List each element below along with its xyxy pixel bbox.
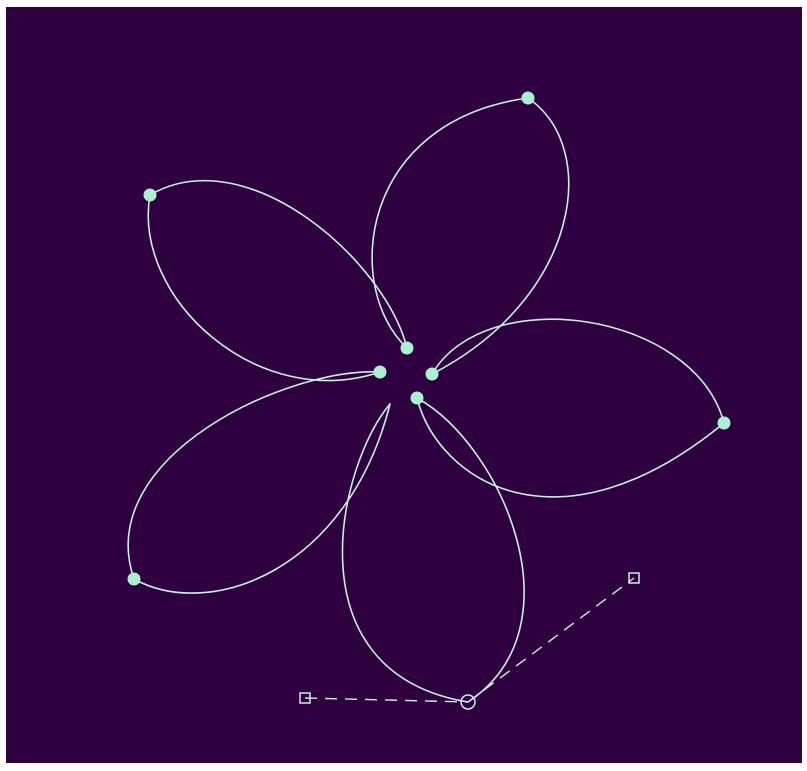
anchor-point-icon[interactable] [522,92,535,105]
drawing-canvas[interactable] [6,7,802,763]
bezier-editor-svg[interactable] [6,7,802,763]
anchor-point-icon[interactable] [426,368,439,381]
anchor-point-icon[interactable] [374,366,387,379]
anchor-point-icon[interactable] [128,573,141,586]
canvas-background [6,7,802,763]
anchor-point-icon[interactable] [411,392,424,405]
anchor-point-icon[interactable] [144,189,157,202]
anchor-point-icon[interactable] [401,342,414,355]
anchor-point-icon[interactable] [718,417,731,430]
